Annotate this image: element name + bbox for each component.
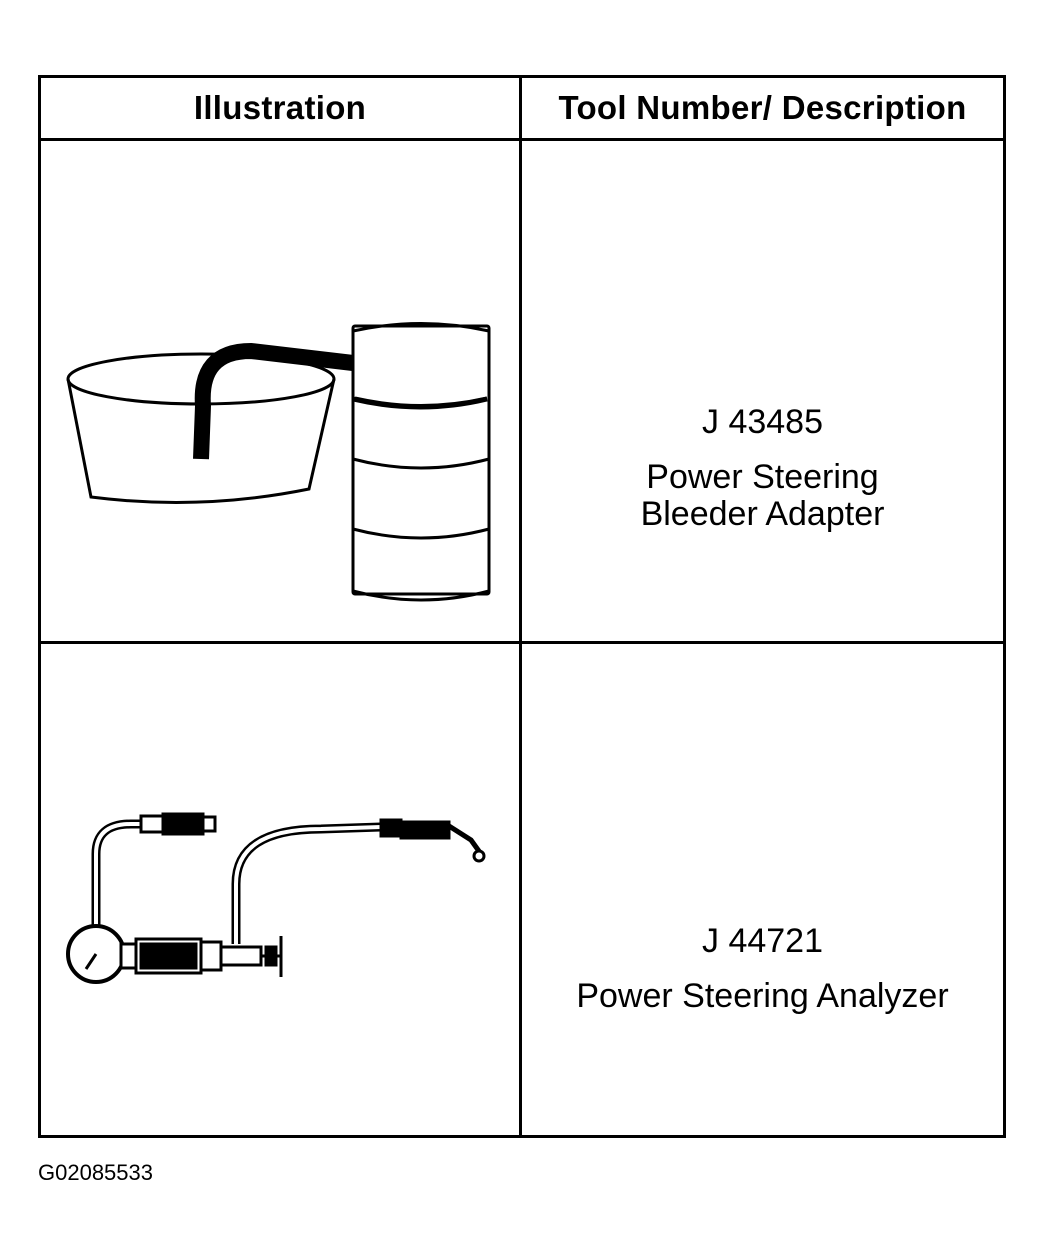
header-illustration: Illustration bbox=[193, 89, 367, 126]
header-tool-description: Tool Number/ Description bbox=[558, 89, 967, 126]
illustration-cell-2 bbox=[41, 644, 519, 1135]
row-divider bbox=[41, 641, 1003, 644]
analyzer-icon bbox=[66, 812, 486, 984]
tool-description-1-line-1: Power Steering bbox=[646, 458, 879, 496]
column-divider bbox=[519, 78, 522, 1135]
figure-id: G02085533 bbox=[38, 1160, 153, 1185]
tool-number-1: J 43485 bbox=[702, 403, 823, 441]
header-divider bbox=[41, 138, 1003, 141]
description-cell-2: J 44721 Power Steering Analyzer bbox=[522, 644, 1003, 1135]
tool-number-2: J 44721 bbox=[702, 922, 823, 960]
bleeder-adapter-icon bbox=[66, 322, 491, 602]
tool-table: Illustration Tool Number/ Description J … bbox=[38, 75, 1006, 1138]
tool-description-2-line-1: Power Steering Analyzer bbox=[576, 977, 949, 1015]
description-cell-1: J 43485 Power Steering Bleeder Adapter bbox=[522, 141, 1003, 641]
illustration-cell-1 bbox=[41, 141, 519, 641]
tool-description-1-line-2: Bleeder Adapter bbox=[640, 495, 885, 533]
